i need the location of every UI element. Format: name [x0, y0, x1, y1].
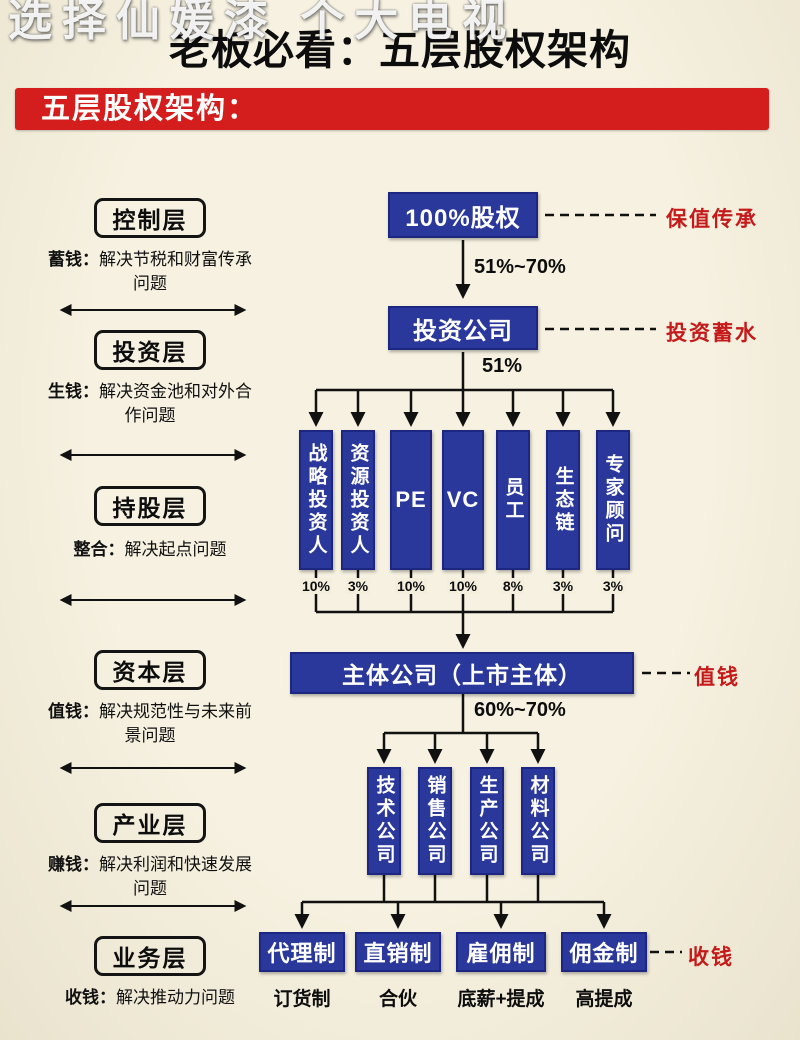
- model-sub-label: 底薪+提成: [457, 989, 545, 1010]
- layer-desc-text: 解决利润和快速发展问题: [99, 855, 252, 898]
- layer-keyword: 值钱：: [48, 702, 99, 721]
- layer-keyword: 蓄钱：: [48, 250, 99, 269]
- holder-pct: 10%: [299, 578, 333, 594]
- holder-pct: 3%: [550, 578, 576, 594]
- layer-box-control: 控制层: [94, 198, 206, 238]
- holder-pct: 3%: [600, 578, 626, 594]
- layer-box-industry: 产业层: [94, 803, 206, 843]
- layer-keyword: 整合：: [73, 540, 125, 559]
- holder-pct: 10%: [394, 578, 428, 594]
- layer-box-capital: 资本层: [94, 650, 206, 690]
- layer-desc-text: 解决节税和财富传承问题: [99, 250, 252, 293]
- model-box-commission: 佣金制: [561, 932, 647, 972]
- holder-box-vc: VC: [442, 430, 484, 570]
- layer-keyword: 生钱：: [48, 382, 99, 401]
- model-box-employment: 雇佣制: [456, 932, 546, 972]
- layer-box-investment: 投资层: [94, 330, 206, 370]
- equity-pct-label: 51%~70%: [474, 256, 566, 278]
- layer-desc-text: 解决规范性与未来前景问题: [99, 702, 252, 745]
- invest-pct-label: 51%: [482, 355, 523, 377]
- model-sub-label: 高提成: [575, 989, 633, 1010]
- holder-box-expert: 专家顾问: [596, 430, 630, 570]
- holder-box-employee: 员工: [496, 430, 530, 570]
- note-valuable: 值钱: [694, 666, 740, 689]
- page-title: 老板必看：五层股权架构: [169, 27, 631, 73]
- subsidiary-box-production: 生产公司: [470, 767, 504, 875]
- model-sub-label: 订货制: [273, 989, 331, 1010]
- invest-company-box: 投资公司: [388, 306, 538, 350]
- main-pct-label: 60%~70%: [474, 699, 566, 721]
- layer-desc-business: 收钱：解决推动力问题: [44, 986, 256, 1010]
- holder-box-strategic: 战略投资人: [299, 430, 333, 570]
- layer-desc-holding: 整合：解决起点问题: [44, 538, 256, 562]
- layer-desc-text: 解决推动力问题: [116, 988, 235, 1007]
- note-collect-money: 收钱: [688, 946, 734, 969]
- note-preserve-inherit: 保值传承: [666, 208, 758, 231]
- layer-keyword: 收钱：: [65, 988, 116, 1007]
- main-company-box: 主体公司（上市主体）: [290, 652, 634, 694]
- note-invest-pool: 投资蓄水: [666, 322, 758, 345]
- layer-desc-investment: 生钱：解决资金池和对外合作问题: [44, 380, 256, 428]
- holder-pct: 3%: [345, 578, 371, 594]
- subsidiary-box-tech: 技术公司: [367, 767, 401, 875]
- model-sub-label: 合伙: [378, 989, 418, 1010]
- subsidiary-box-material: 材料公司: [521, 767, 555, 875]
- holder-box-pe: PE: [390, 430, 432, 570]
- layer-box-holding: 持股层: [94, 486, 206, 526]
- layer-desc-industry: 赚钱：解决利润和快速发展问题: [44, 853, 256, 901]
- layer-desc-control: 蓄钱：解决节税和财富传承问题: [44, 248, 256, 296]
- layer-keyword: 赚钱：: [48, 855, 99, 874]
- layer-desc-capital: 值钱：解决规范性与未来前景问题: [44, 700, 256, 748]
- section-banner: 五层股权架构：: [15, 88, 769, 130]
- model-box-agency: 代理制: [259, 932, 345, 972]
- subsidiary-box-sales: 销售公司: [418, 767, 452, 875]
- holder-pct: 8%: [500, 578, 526, 594]
- holder-pct: 10%: [446, 578, 480, 594]
- equity-box: 100%股权: [388, 192, 538, 238]
- layer-desc-text: 解决资金池和对外合作问题: [99, 382, 252, 425]
- holder-box-resource: 资源投资人: [341, 430, 375, 570]
- model-box-direct: 直销制: [355, 932, 441, 972]
- layer-desc-text: 解决起点问题: [124, 540, 227, 559]
- layer-box-business: 业务层: [94, 936, 206, 976]
- watermark: 选择仙媛漆 个大电视: [8, 0, 517, 45]
- holder-box-ecosystem: 生态链: [546, 430, 580, 570]
